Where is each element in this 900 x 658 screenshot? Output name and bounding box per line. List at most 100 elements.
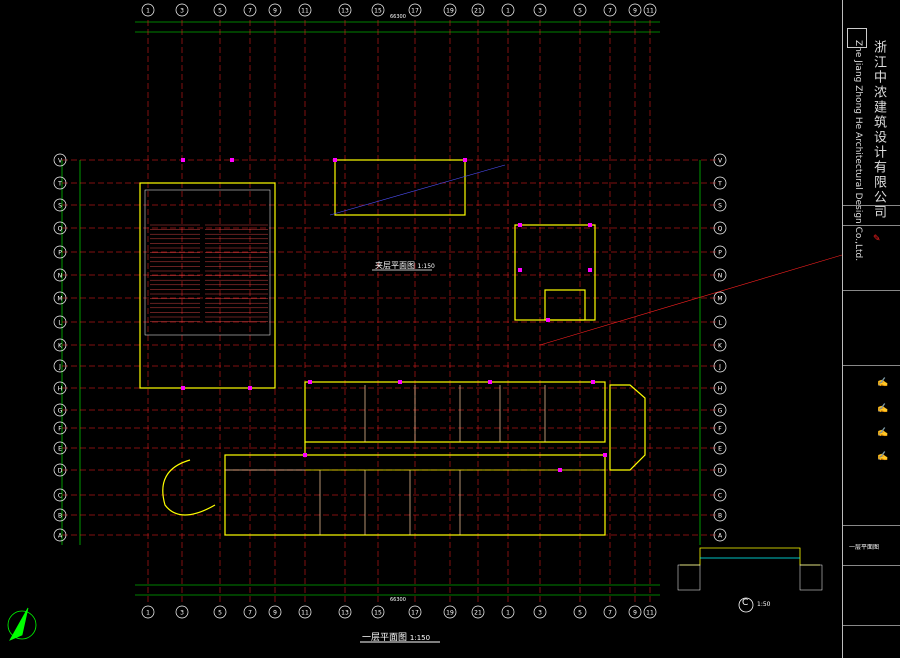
mezz-plan-title: 夹层平面图 1:150 (375, 260, 435, 271)
axis-bubble-number: 5 (213, 3, 227, 17)
building-walls (139, 159, 646, 536)
svg-text:F: F (58, 426, 62, 433)
svg-text:15: 15 (374, 8, 382, 15)
svg-text:T: T (717, 181, 722, 188)
detail-c-label: C (742, 598, 748, 608)
svg-text:5: 5 (578, 8, 582, 15)
horizontal-grid-lines (62, 159, 720, 536)
svg-text:M: M (717, 296, 722, 303)
axis-bubble-letter: T (713, 176, 727, 190)
svg-text:1: 1 (506, 8, 510, 15)
axis-bubble-letter: J (53, 359, 67, 373)
svg-text:1: 1 (506, 610, 510, 617)
svg-text:5: 5 (578, 610, 582, 617)
svg-text:7: 7 (608, 8, 612, 15)
svg-text:13: 13 (341, 610, 349, 617)
svg-text:21: 21 (474, 610, 482, 617)
axis-bubble-number: 5 (213, 605, 227, 619)
auditorium-seating (150, 224, 268, 322)
axis-bubble-letter: P (53, 245, 67, 259)
axis-bubble-letter: D (53, 463, 67, 477)
svg-text:N: N (58, 273, 63, 280)
structural-columns (181, 158, 607, 472)
axis-bubble-letter: A (713, 528, 727, 542)
axis-bubble-number: 9 (628, 3, 642, 17)
main-plan-scale: 1:150 (409, 634, 431, 642)
svg-text:E: E (58, 446, 62, 453)
detail-c-drawing (677, 547, 823, 591)
mezz-plan-scale: 1:150 (417, 263, 435, 270)
svg-text:21: 21 (474, 8, 482, 15)
column-mark (603, 453, 607, 457)
svg-text:G: G (718, 408, 723, 415)
svg-text:T: T (57, 181, 62, 188)
axis-bubble-letter: F (713, 421, 727, 435)
svg-text:13: 13 (341, 8, 349, 15)
svg-text:F: F (718, 426, 722, 433)
axis-bubble-number: 3 (533, 605, 547, 619)
axis-bubble-letter: V (53, 153, 67, 167)
top-dimension-lines (61, 21, 701, 596)
axis-bubble-letter: T (53, 176, 67, 190)
tb-row-1 (843, 205, 900, 225)
svg-text:B: B (718, 513, 722, 520)
axis-bubble-number: 1 (501, 605, 515, 619)
svg-text:9: 9 (273, 8, 277, 15)
axis-bubble-letter: Q (53, 221, 67, 235)
axis-bubble-number: 3 (175, 3, 189, 17)
axis-bubble-number: 19 (443, 605, 457, 619)
axis-bubble-letter: L (713, 315, 727, 329)
svg-text:Q: Q (58, 226, 63, 233)
axis-bubble-letter: C (53, 488, 67, 502)
axis-bubble-number: 7 (243, 605, 257, 619)
axis-bubble-number: 11 (298, 3, 312, 17)
svg-text:15: 15 (374, 610, 382, 617)
bottom-total-dimension: 66300 (390, 597, 406, 603)
svg-text:3: 3 (538, 610, 542, 617)
svg-text:C: C (718, 493, 722, 500)
column-mark (248, 386, 252, 390)
tb-row-3 (843, 290, 900, 310)
svg-text:P: P (718, 250, 722, 257)
column-mark (546, 318, 550, 322)
column-mark (230, 158, 234, 162)
svg-text:5: 5 (218, 8, 222, 15)
column-mark (308, 380, 312, 384)
svg-text:D: D (718, 468, 723, 475)
column-mark (588, 223, 592, 227)
axis-bubble-number: 13 (338, 3, 352, 17)
leader-line-2 (329, 164, 506, 216)
column-mark (303, 453, 307, 457)
axis-bubble-letter: C (713, 488, 727, 502)
axis-bubble-number: 3 (175, 605, 189, 619)
svg-text:Q: Q (718, 226, 723, 233)
svg-text:J: J (718, 364, 721, 371)
axis-bubble-letter: P (713, 245, 727, 259)
svg-text:N: N (718, 273, 723, 280)
axis-bubble-letter: N (713, 268, 727, 282)
axis-bubble-number: 11 (298, 605, 312, 619)
top-total-dimension: 66300 (390, 14, 406, 20)
axis-bubble-letter: V (713, 153, 727, 167)
axis-bubble-number: 7 (603, 605, 617, 619)
svg-text:7: 7 (248, 8, 252, 15)
svg-text:G: G (58, 408, 63, 415)
column-mark (398, 380, 402, 384)
vertical-grid-lines (147, 20, 651, 605)
detail-c-marker: C (742, 598, 749, 608)
firm-name-cn: 浙江中浓建筑设计有限公司 (871, 40, 886, 220)
firm-name-en: Zhe Jiang Zhong He Architectural Design … (853, 40, 863, 262)
axis-bubble-letter: D (713, 463, 727, 477)
svg-text:3: 3 (180, 8, 184, 15)
axis-bubble-number: 9 (268, 3, 282, 17)
svg-text:V: V (718, 158, 723, 165)
main-plan-title: 一层平面图 1:150 (362, 630, 430, 643)
axis-bubble-letter: Q (713, 221, 727, 235)
svg-text:L: L (58, 320, 62, 327)
axis-bubble-letter: H (713, 381, 727, 395)
axis-bubble-letter: B (53, 508, 67, 522)
axis-bubble-letter: K (53, 338, 67, 352)
mezz-plan-title-text: 夹层平面图 (375, 261, 415, 270)
column-mark (181, 158, 185, 162)
svg-text:9: 9 (633, 8, 637, 15)
